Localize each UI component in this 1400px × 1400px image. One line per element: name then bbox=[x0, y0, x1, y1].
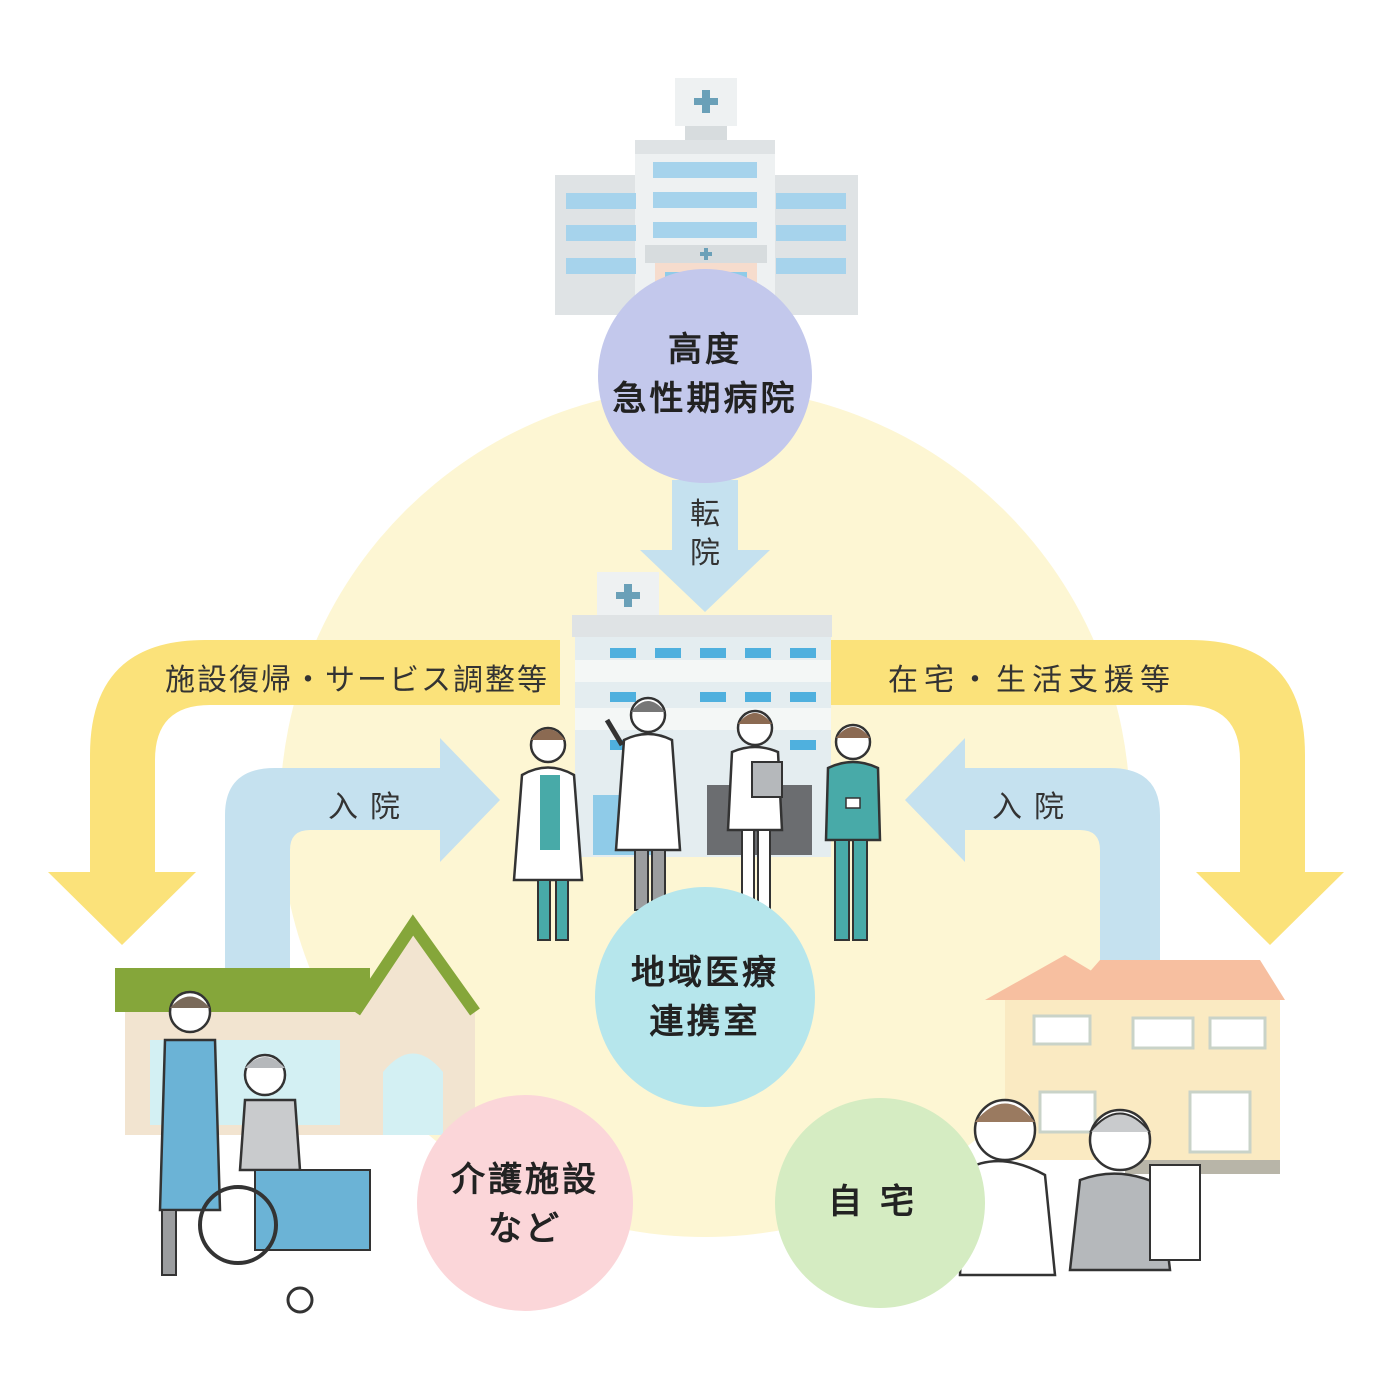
nurse-figure bbox=[726, 709, 784, 916]
home-node bbox=[775, 1098, 985, 1308]
right-admission-label: 入院 bbox=[992, 790, 1076, 825]
caregiver-figure bbox=[158, 990, 222, 1276]
acute-hospital-label-line1: 高度 bbox=[668, 329, 742, 370]
home-label-line1: 自宅 bbox=[828, 1182, 932, 1223]
regional-office-label-line1: 地域医療 bbox=[631, 952, 779, 993]
care-facility-label: 介護施設 など bbox=[417, 1155, 633, 1255]
regional-office-label-line2: 連携室 bbox=[649, 1002, 761, 1042]
regional-office-node bbox=[595, 887, 815, 1107]
blue-arrow-right bbox=[905, 738, 1160, 975]
home-label: 自宅 bbox=[775, 1178, 985, 1228]
transfer-arrow-label: 転 院 bbox=[675, 495, 735, 573]
regional-office-label: 地域医療 連携室 bbox=[595, 948, 815, 1048]
acute-hospital-label: 高度 急性期病院 bbox=[598, 325, 812, 425]
doctor-male-figure bbox=[604, 696, 682, 911]
yellow-arrow-left bbox=[48, 640, 560, 945]
acute-hospital-label-line2: 急性期病院 bbox=[612, 379, 798, 419]
right-top-arrow-label: 在宅・生活支援等 bbox=[888, 663, 1176, 698]
blue-arrow-left bbox=[225, 738, 500, 975]
transfer-label-line2: 院 bbox=[690, 536, 720, 571]
wheelchair-figure bbox=[198, 1053, 371, 1314]
staff-scrubs-figure bbox=[824, 723, 882, 941]
left-admission-label: 入院 bbox=[328, 790, 412, 825]
care-facility-label-line1: 介護施設 bbox=[451, 1159, 599, 1200]
yellow-arrow-right bbox=[830, 640, 1344, 945]
left-top-arrow-label: 施設復帰・サービス調整等 bbox=[165, 663, 549, 698]
care-facility-node bbox=[417, 1095, 633, 1311]
doctor-female-figure bbox=[512, 726, 584, 941]
transfer-label-line1: 転 bbox=[690, 497, 720, 532]
blue-arrow-transfer bbox=[640, 480, 770, 612]
care-facility-label-line2: など bbox=[488, 1209, 562, 1249]
acute-hospital-node bbox=[598, 269, 812, 483]
